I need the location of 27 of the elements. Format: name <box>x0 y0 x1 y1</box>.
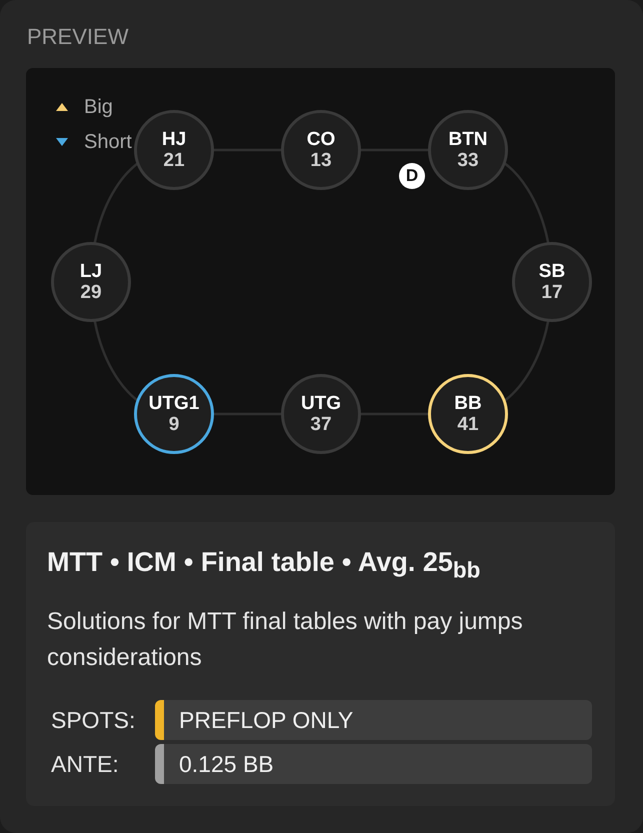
seat-position: HJ <box>162 129 186 150</box>
field-label: SPOTS: <box>51 706 136 735</box>
stack-size: 21 <box>163 150 185 171</box>
stack-size: 33 <box>457 150 479 171</box>
stack-size: 13 <box>310 150 332 171</box>
seat-position: LJ <box>80 261 102 282</box>
legend-label: Big <box>84 96 113 118</box>
panel-title: MTT • ICM • Final table • Avg. 25$_{bb}$ <box>47 546 480 584</box>
section-heading: PREVIEW <box>27 24 128 50</box>
stack-size: 9 <box>168 414 180 435</box>
seat-position: BTN <box>448 129 488 150</box>
stack-size: 37 <box>310 414 332 435</box>
description: Solutions for MTT final tables with pay jumps considerations <box>47 607 524 673</box>
seat-position: BB <box>454 393 482 414</box>
legend-label: Short <box>84 131 132 153</box>
dealer-chip: D <box>399 163 425 189</box>
info-panel <box>26 522 615 806</box>
stack-size: 17 <box>541 282 563 303</box>
value-tag: 0.125 BB <box>155 744 592 784</box>
seat-position: CO <box>306 129 336 150</box>
seat-position: SB <box>538 261 566 282</box>
seat-position: UTG1 <box>148 393 200 414</box>
seat-position: UTG <box>300 393 342 414</box>
value-tag: PREFLOP ONLY <box>155 700 592 740</box>
stack-size: 41 <box>457 414 479 435</box>
stack-size: 29 <box>80 282 102 303</box>
field-label: ANTE: <box>51 750 119 779</box>
